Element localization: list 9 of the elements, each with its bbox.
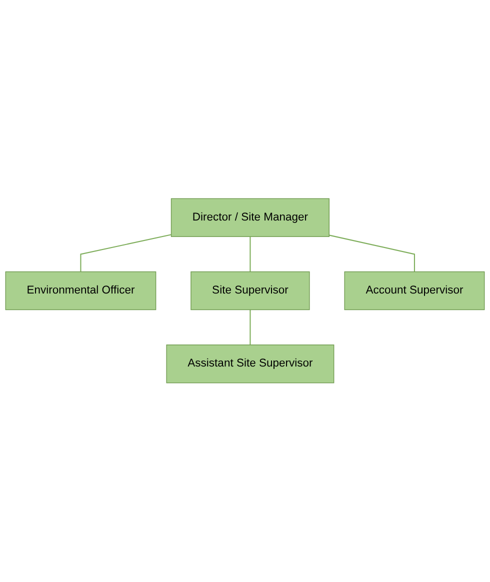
node-box: Assistant Site Supervisor — [166, 344, 334, 384]
node-box: Director / Site Manager — [170, 198, 330, 238]
connector — [80, 234, 172, 272]
node-box: Environmental Officer — [5, 272, 156, 310]
connector — [329, 234, 416, 272]
node-box: Site Supervisor — [190, 272, 310, 310]
node-box: Account Supervisor — [344, 272, 485, 310]
connector — [250, 310, 251, 346]
connector — [250, 236, 251, 272]
